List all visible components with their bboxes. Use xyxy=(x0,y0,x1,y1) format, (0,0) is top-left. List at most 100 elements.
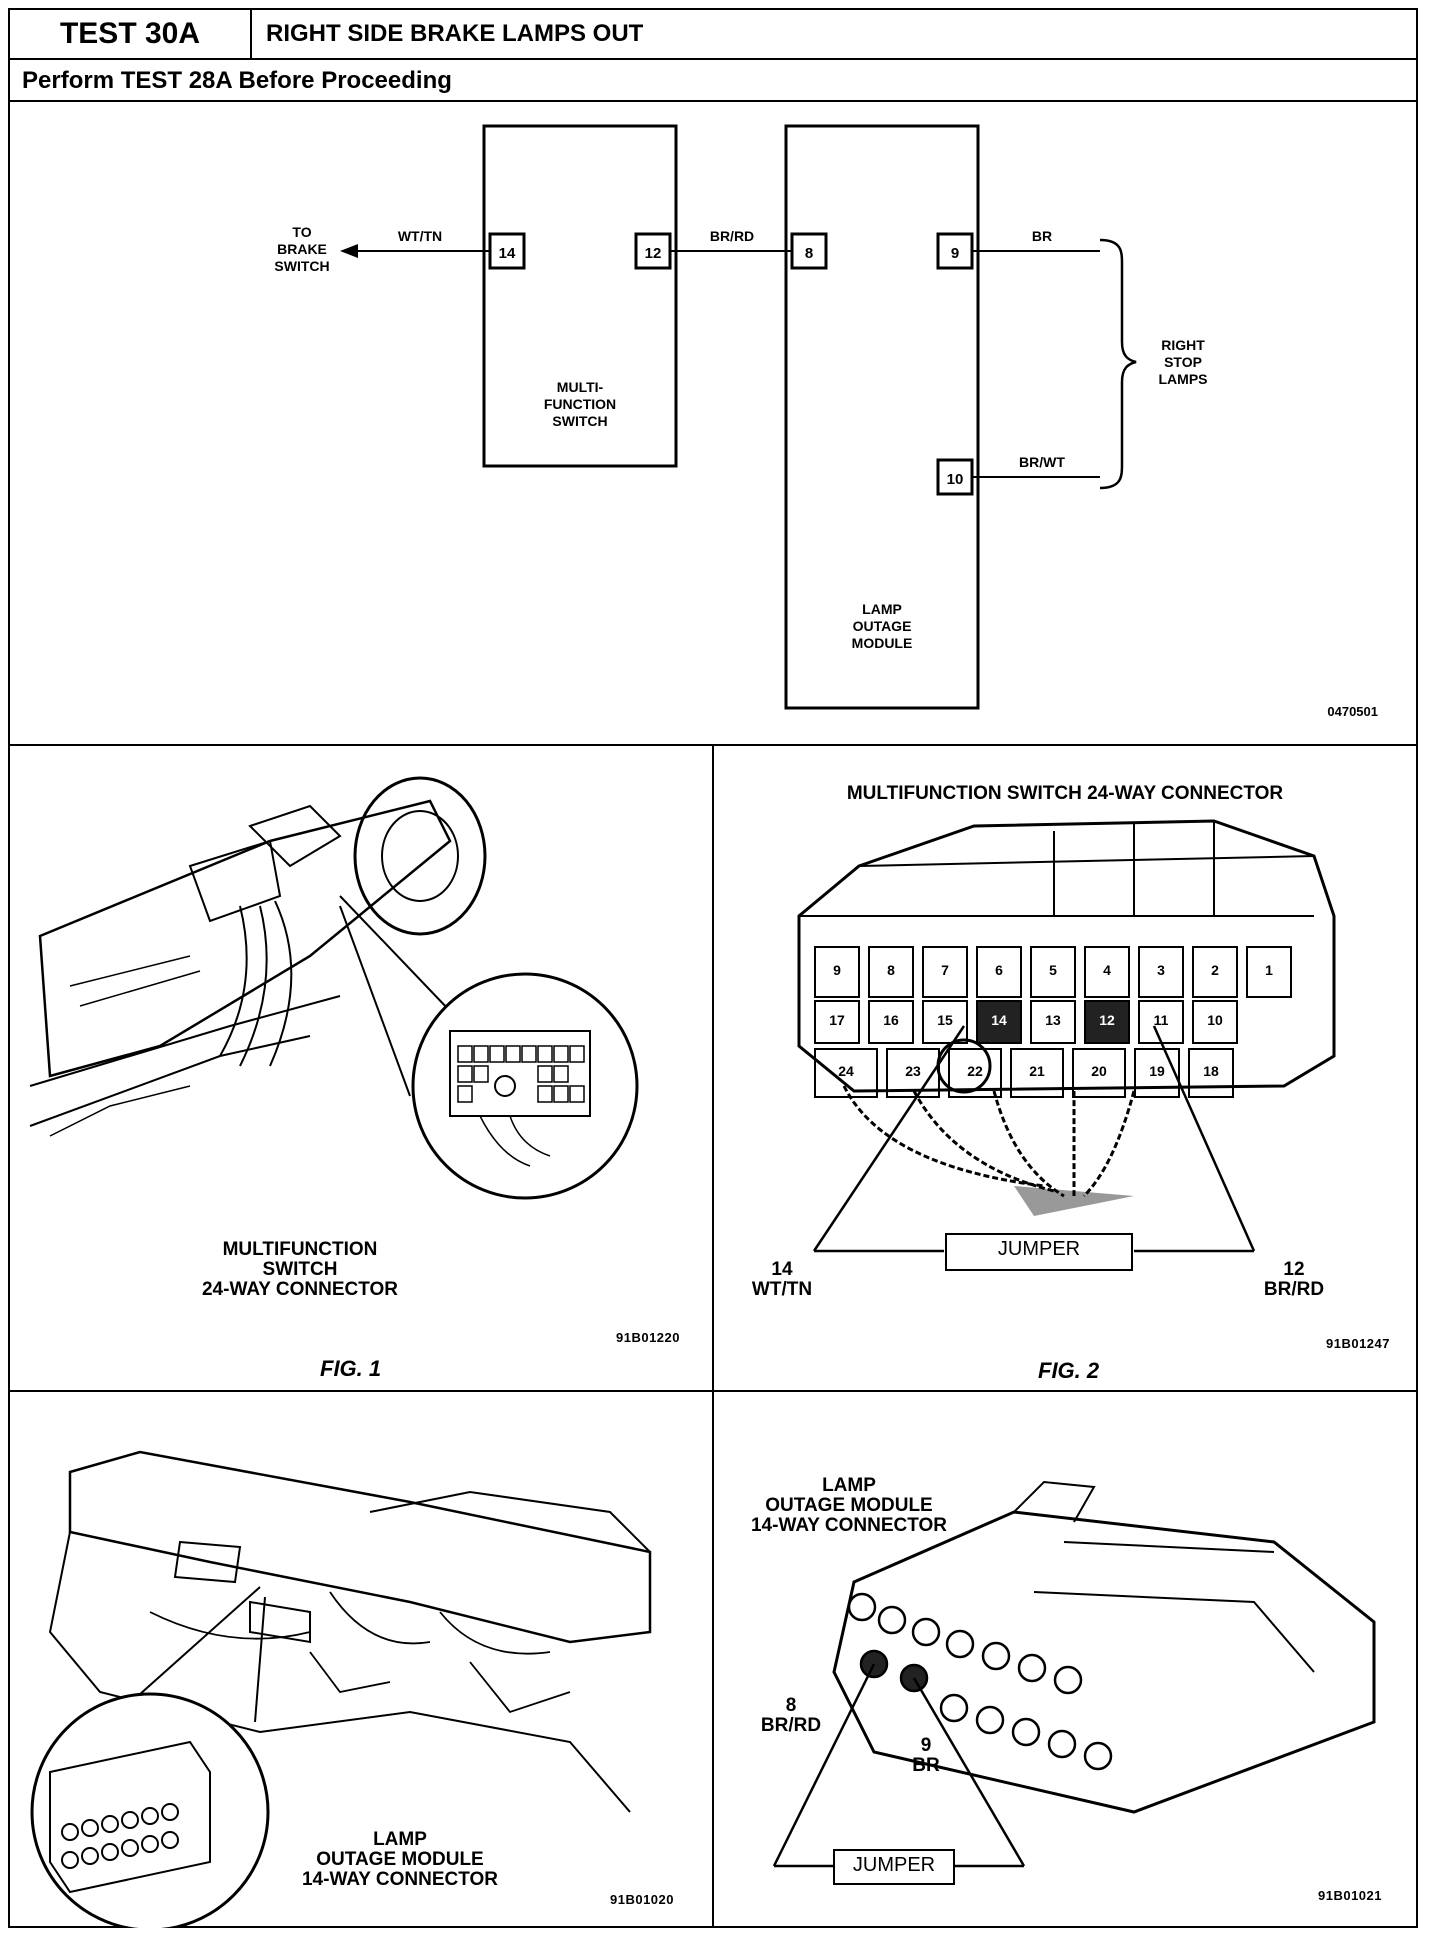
fig2-jumper-lines xyxy=(812,1025,1256,1271)
fig2-pin: 9 xyxy=(814,946,860,998)
wire-label-br: BR xyxy=(1032,228,1052,244)
fig4-code: 91B01021 xyxy=(1318,1888,1382,1903)
fig2-24way-connector-illustration xyxy=(797,819,1336,1216)
fig2-left-wire: WT/TN xyxy=(751,1278,813,1300)
fig3-label-line2: OUTAGE MODULE xyxy=(316,1848,484,1870)
fig2-right-pin: 12 xyxy=(1283,1259,1305,1280)
fig4-label-line2: OUTAGE MODULE xyxy=(765,1494,933,1516)
test-title: RIGHT SIDE BRAKE LAMPS OUT xyxy=(266,20,644,47)
fig1-panel: MULTIFUNCTION SWITCH 24-WAY CONNECTOR 91… xyxy=(10,746,712,1392)
fig3-code: 91B01020 xyxy=(610,1892,674,1907)
pin-label-9: 9 xyxy=(951,245,959,262)
fig1-label-line2: SWITCH xyxy=(262,1258,338,1280)
fig2-pin: 3 xyxy=(1138,946,1184,998)
pin-box-9 xyxy=(936,232,974,270)
fig2-pin: 6 xyxy=(976,946,1022,998)
fig2-pin: 20 xyxy=(1072,1048,1126,1098)
fig1-steering-column-illustration xyxy=(29,776,639,1200)
fig4-jumper-label: JUMPER xyxy=(852,1854,936,1876)
mfs-label-line3: SWITCH xyxy=(552,413,607,429)
fig1-label-line3: 24-WAY CONNECTOR xyxy=(201,1278,399,1300)
fig2-pin-row-top: 9 8 7 6 5 4 3 2 1 xyxy=(814,946,1294,998)
pin-label-10: 10 xyxy=(947,471,964,488)
fig2-pin: 1 xyxy=(1246,946,1292,998)
fig4-label-line1: LAMP xyxy=(822,1475,876,1496)
pin-label-8: 8 xyxy=(805,245,813,262)
lamp-outage-module-box xyxy=(784,124,980,710)
fig2-right-wire: BR/RD xyxy=(1263,1278,1325,1300)
fig2-pin: 24 xyxy=(814,1048,878,1098)
fig2-pin-14-probed: 14 xyxy=(976,1000,1022,1044)
fig4-pin-b: 9 xyxy=(920,1735,932,1756)
to-brake-switch-line1: TO xyxy=(292,224,311,240)
fig4-14way-connector-illustration xyxy=(772,1480,1376,1885)
schematic-panel: 14 12 8 9 10 WT/TN BR/RD BR BR/WT TO BRA… xyxy=(10,104,1416,746)
fig2-left-pin: 14 xyxy=(771,1259,793,1280)
fig3-magnifier xyxy=(30,1692,270,1932)
fig2-pin-row-mid: 17 16 15 14 13 12 11 10 xyxy=(814,1000,1294,1044)
wiring-schematic: 14 12 8 9 10 WT/TN BR/RD BR BR/WT TO BRA… xyxy=(274,124,1378,719)
fig2-pin: 13 xyxy=(1030,1000,1076,1044)
fig1-code: 91B01220 xyxy=(616,1330,680,1345)
fig2-pin: 22 xyxy=(948,1048,1002,1098)
pin-box-12 xyxy=(634,232,672,270)
stop-lamps-line1: RIGHT xyxy=(1161,337,1205,353)
jumper-probe-body xyxy=(936,1038,992,1094)
test-id: TEST 30A xyxy=(10,10,252,58)
multifunction-switch-box xyxy=(482,124,678,468)
fig2-pin: 10 xyxy=(1192,1000,1238,1044)
fig2-jumper-box xyxy=(945,1233,1133,1271)
fig4-pin-a: 8 xyxy=(785,1695,797,1716)
fig1-label-line1: MULTIFUNCTION xyxy=(222,1239,378,1260)
fig2-pin: 8 xyxy=(868,946,914,998)
wire-label-br-wt: BR/WT xyxy=(1019,454,1065,470)
to-brake-switch-line2: BRAKE xyxy=(277,241,327,257)
fig2-pin: 17 xyxy=(814,1000,860,1044)
fig2-caption: FIG. 2 xyxy=(1038,1358,1100,1383)
fig2-pin: 19 xyxy=(1134,1048,1180,1098)
pin-box-8 xyxy=(790,232,828,270)
lom-label-line2: OUTAGE xyxy=(853,618,912,634)
pin-label-12: 12 xyxy=(645,245,662,262)
fig4-wire-b: BR xyxy=(912,1754,940,1776)
mfs-label-line2: FUNCTION xyxy=(544,396,616,412)
fig2-jumper-label: JUMPER xyxy=(997,1238,1081,1260)
fig4-jumper-box xyxy=(833,1849,955,1885)
fig2-code: 91B01247 xyxy=(1326,1336,1390,1351)
fig2-panel: MULTIFUNCTION SWITCH 24-WAY CONNECTOR 9 … xyxy=(714,746,1416,1392)
schematic-code: 0470501 xyxy=(1327,704,1378,719)
fig1-caption: FIG. 1 xyxy=(320,1356,382,1381)
to-brake-switch-line3: SWITCH xyxy=(274,258,329,274)
prerequisite-note: Perform TEST 28A Before Proceeding xyxy=(10,60,1416,102)
fig2-pin: 15 xyxy=(922,1000,968,1044)
fig2-pin: 7 xyxy=(922,946,968,998)
stop-lamps-brace xyxy=(1099,238,1137,490)
fig2-pin-12-probed: 12 xyxy=(1084,1000,1130,1044)
fig4-wire-a: BR/RD xyxy=(760,1714,822,1736)
fig3-label-line3: 14-WAY CONNECTOR xyxy=(301,1868,499,1890)
fig3-instrument-panel-illustration xyxy=(30,1450,652,1932)
fig3-label-line1: LAMP xyxy=(373,1829,427,1850)
fig2-pin: 18 xyxy=(1188,1048,1234,1098)
fig2-title: MULTIFUNCTION SWITCH 24-WAY CONNECTOR xyxy=(846,783,1284,804)
pin-label-14: 14 xyxy=(499,245,516,262)
fig2-pin: 16 xyxy=(868,1000,914,1044)
fig2-pin: 4 xyxy=(1084,946,1130,998)
test-sheet: TEST 30A RIGHT SIDE BRAKE LAMPS OUT Perf… xyxy=(8,8,1418,1932)
wire-label-wt-tn: WT/TN xyxy=(398,228,442,244)
wire-label-br-rd: BR/RD xyxy=(710,228,754,244)
fig3-panel: LAMP OUTAGE MODULE 14-WAY CONNECTOR 91B0… xyxy=(10,1392,712,1932)
lom-label-line3: MODULE xyxy=(852,635,913,651)
fig2-pin: 2 xyxy=(1192,946,1238,998)
lom-label-line1: LAMP xyxy=(862,601,902,617)
header-bar: TEST 30A RIGHT SIDE BRAKE LAMPS OUT xyxy=(10,10,1416,60)
arrow-to-brake-switch xyxy=(340,244,358,258)
fig4-label-line3: 14-WAY CONNECTOR xyxy=(750,1514,948,1536)
fig2-pin: 21 xyxy=(1010,1048,1064,1098)
fig4-panel: LAMP OUTAGE MODULE 14-WAY CONNECTOR JUMP xyxy=(714,1392,1416,1928)
mfs-label-line1: MULTI- xyxy=(557,379,604,395)
column-divider xyxy=(712,746,714,1928)
fig2-pin: 5 xyxy=(1030,946,1076,998)
pin-box-14 xyxy=(488,232,526,270)
stop-lamps-line2: STOP xyxy=(1164,354,1202,370)
